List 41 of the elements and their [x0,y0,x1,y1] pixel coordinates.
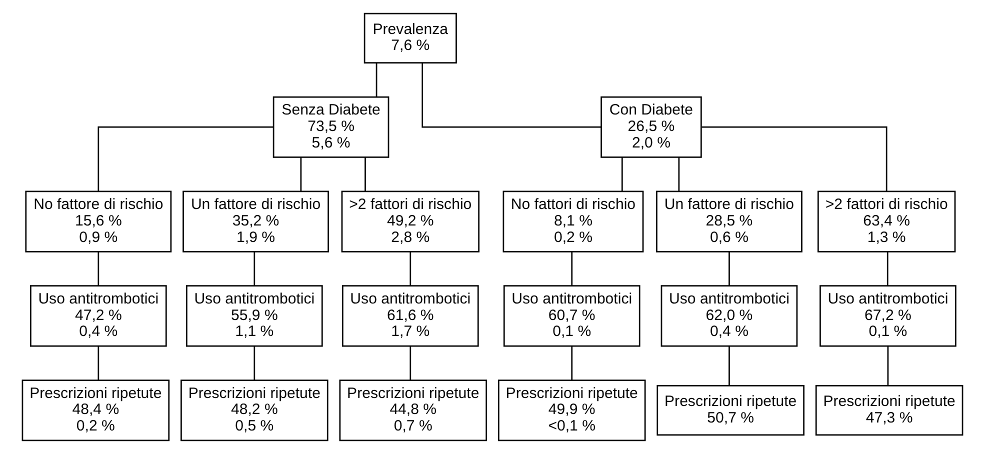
connector [253,346,255,380]
connector [570,252,572,286]
node-box: Un fattore di rischio 35,2 % 1,9 % [182,190,328,252]
node-box: Prescrizioni ripetute 50,7 % [656,385,804,436]
connector [97,252,99,286]
node-box: No fattore di rischio 15,6 % 0,9 % [24,190,172,252]
connector [409,346,411,380]
connector [409,252,411,286]
connector [886,252,888,286]
node-box: Uso antitrombotici 61,6 % 1,7 % [341,285,478,347]
node-box: Uso antitrombotici 47,2 % 0,4 % [30,285,166,347]
node-box: Prescrizioni ripetute 47,3 % [814,385,963,436]
node-box: Prescrizioni ripetute 48,2 % 0,5 % [180,380,328,442]
connector [300,158,302,192]
connector [728,346,730,386]
node-box: Uso antitrombotici 55,9 % 1,1 % [186,285,322,347]
connector [375,62,377,97]
connector [253,252,255,286]
connector [364,158,366,192]
connector [678,158,680,192]
connector [620,158,622,192]
node-box: >2 fattori di rischio 63,4 % 1,3 % [816,190,956,252]
connector [570,346,572,380]
node-box: Uso antitrombotici 60,7 % 0,1 % [502,285,640,347]
node-box: Prescrizioni ripetute 44,8 % 0,7 % [338,380,487,442]
connector [728,252,730,286]
node-box: Con Diabete 26,5 % 2,0 % [600,96,702,158]
node-box: Uso antitrombotici 67,2 % 0,1 % [819,285,956,347]
connector [97,346,99,380]
node-box: Senza Diabete 73,5 % 5,6 % [272,96,389,158]
node-box: >2 fattori di rischio 49,2 % 2,8 % [340,190,479,252]
connector [701,126,887,192]
node-box: No fattori di rischio 8,1 % 0,2 % [502,190,644,252]
node-box: Uso antitrombotici 62,0 % 0,4 % [660,285,798,347]
connector [421,62,600,128]
node-box: Un fattore di rischio 28,5 % 0,6 % [656,190,802,252]
node-box: Prescrizioni ripetute 48,4 % 0,2 % [21,380,170,442]
connector [886,346,888,386]
node-box: Prescrizioni ripetute 49,9 % <0,1 % [497,380,646,442]
node-box: Prevalenza 7,6 % [363,12,456,64]
connector [97,126,274,192]
